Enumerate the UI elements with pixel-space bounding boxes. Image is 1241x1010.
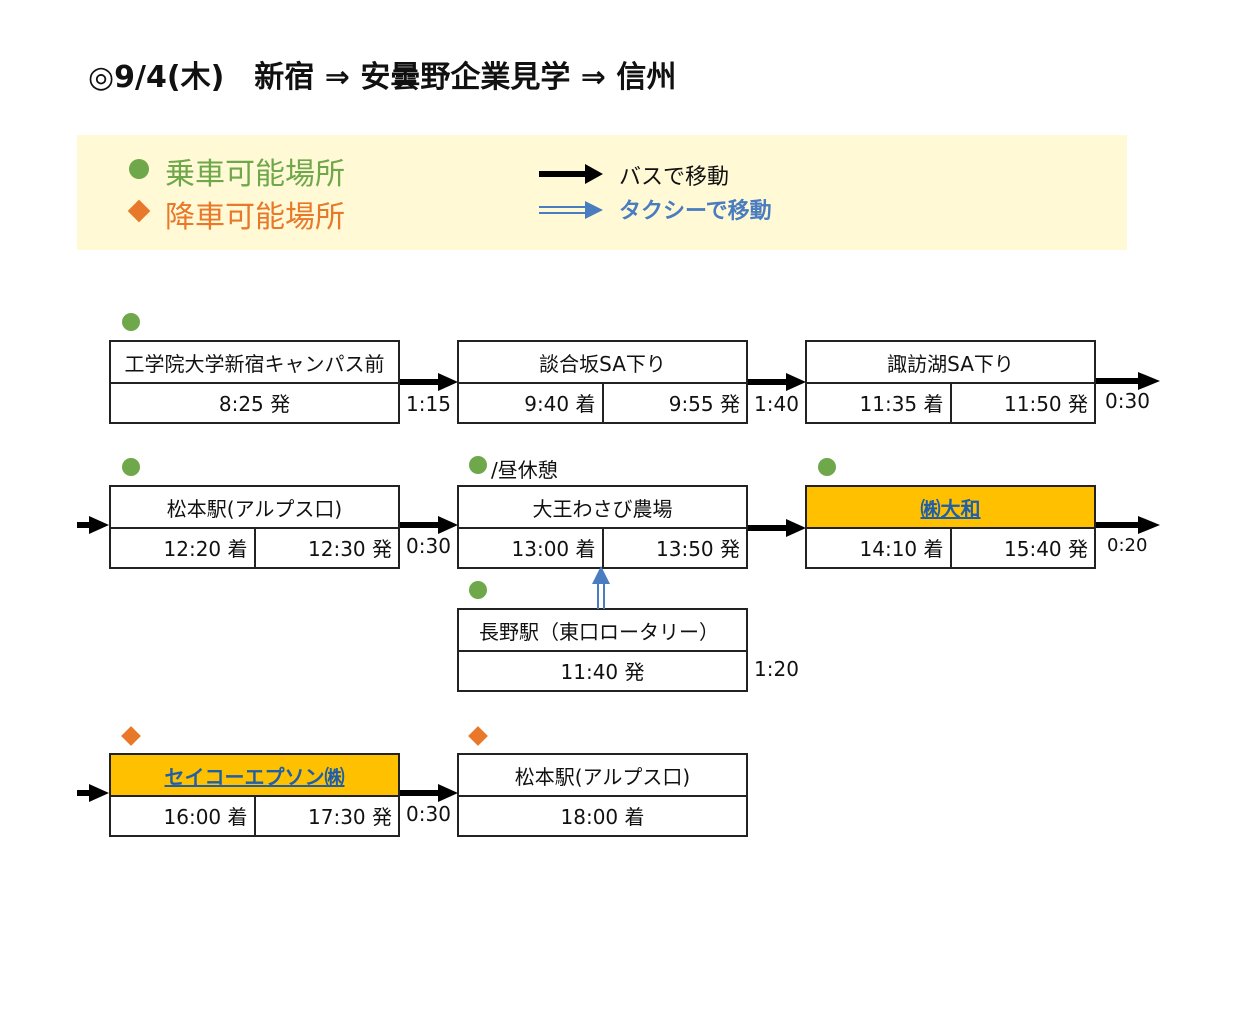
arrival-time: 12:20 着	[163, 536, 248, 561]
stop-name: 談合坂SA下り	[459, 342, 746, 384]
stop-name: 工学院大学新宿キャンパス前	[111, 342, 398, 384]
dropoff-marker-icon	[468, 726, 488, 746]
legend-pickup-label: 乗車可能場所	[165, 157, 345, 192]
pickup-marker-icon	[469, 456, 487, 474]
arrival-time: 13:00 着	[511, 536, 596, 561]
stop-box: 諏訪湖SA下り 11:35 着 11:50 発	[805, 340, 1096, 424]
departure-time: 11:40 発	[560, 659, 645, 684]
taxi-arrow-icon	[539, 201, 603, 219]
dropoff-marker-icon	[127, 199, 151, 223]
travel-duration: 1:15	[406, 392, 451, 416]
stop-box: 工学院大学新宿キャンパス前 8:25 発	[109, 340, 400, 424]
stop-box: 大王わさび農場 13:00 着 13:50 発	[457, 485, 748, 569]
travel-duration: 1:20	[754, 657, 799, 681]
stop-name: 長野駅（東口ロータリー）	[459, 610, 746, 652]
stop-box: 談合坂SA下り 9:40 着 9:55 発	[457, 340, 748, 424]
stop-name: 松本駅(アルプス口)	[459, 755, 746, 797]
pickup-marker-icon	[129, 159, 149, 179]
stop-name-link[interactable]: セイコーエプソン㈱	[164, 764, 345, 789]
departure-time: 15:40 発	[949, 527, 1095, 567]
stop-box: 松本駅(アルプス口) 12:20 着 12:30 発	[109, 485, 400, 569]
legend-taxi-label: タクシーで移動	[619, 199, 772, 224]
departure-time: 12:30 発	[253, 527, 399, 567]
travel-duration: 1:40	[754, 392, 799, 416]
taxi-arrow-icon	[592, 566, 610, 609]
bus-arrow-icon	[77, 372, 1160, 802]
stop-box: 長野駅（東口ロータリー） 11:40 発	[457, 608, 748, 692]
departure-time: 9:55 発	[601, 382, 747, 422]
company-link[interactable]: ㈱大和	[807, 487, 1094, 529]
arrival-time: 18:00 着	[560, 804, 645, 829]
departure-time: 17:30 発	[253, 795, 399, 835]
lunch-break-note: /昼休憩	[491, 458, 558, 482]
travel-duration: 0:30	[406, 534, 451, 558]
stop-name: 大王わさび農場	[459, 487, 746, 529]
departure-time: 11:50 発	[949, 382, 1095, 422]
pickup-marker-icon	[122, 313, 140, 331]
stop-box: 松本駅(アルプス口) 18:00 着	[457, 753, 748, 837]
dropoff-marker-icon	[121, 726, 141, 746]
departure-time: 13:50 発	[601, 527, 747, 567]
company-link[interactable]: セイコーエプソン㈱	[111, 755, 398, 797]
legend-dropoff-label: 降車可能場所	[165, 200, 345, 235]
arrival-time: 9:40 着	[524, 391, 596, 416]
pickup-marker-icon	[122, 458, 140, 476]
stop-box-highlight: ㈱大和 14:10 着 15:40 発	[805, 485, 1096, 569]
travel-duration: 0:30	[406, 802, 451, 826]
stop-name: 松本駅(アルプス口)	[111, 487, 398, 529]
bus-arrow-icon	[539, 164, 603, 184]
legend-panel: 乗車可能場所 降車可能場所 バスで移動 タクシーで移動	[77, 135, 1127, 250]
pickup-marker-icon	[818, 458, 836, 476]
legend-bus-label: バスで移動	[619, 165, 730, 190]
departure-time: 8:25 発	[218, 391, 291, 416]
arrival-time: 11:35 着	[859, 391, 944, 416]
arrival-time: 14:10 着	[859, 536, 944, 561]
travel-duration: 0:20	[1107, 535, 1148, 556]
travel-duration: 0:30	[1105, 389, 1150, 413]
stop-name: 諏訪湖SA下り	[807, 342, 1094, 384]
stop-name-link[interactable]: ㈱大和	[920, 496, 981, 521]
pickup-marker-icon	[469, 581, 487, 599]
stop-box-highlight: セイコーエプソン㈱ 16:00 着 17:30 発	[109, 753, 400, 837]
page-title: ◎9/4(木) 新宿 ⇒ 安曇野企業見学 ⇒ 信州	[88, 60, 677, 95]
arrival-time: 16:00 着	[163, 804, 248, 829]
